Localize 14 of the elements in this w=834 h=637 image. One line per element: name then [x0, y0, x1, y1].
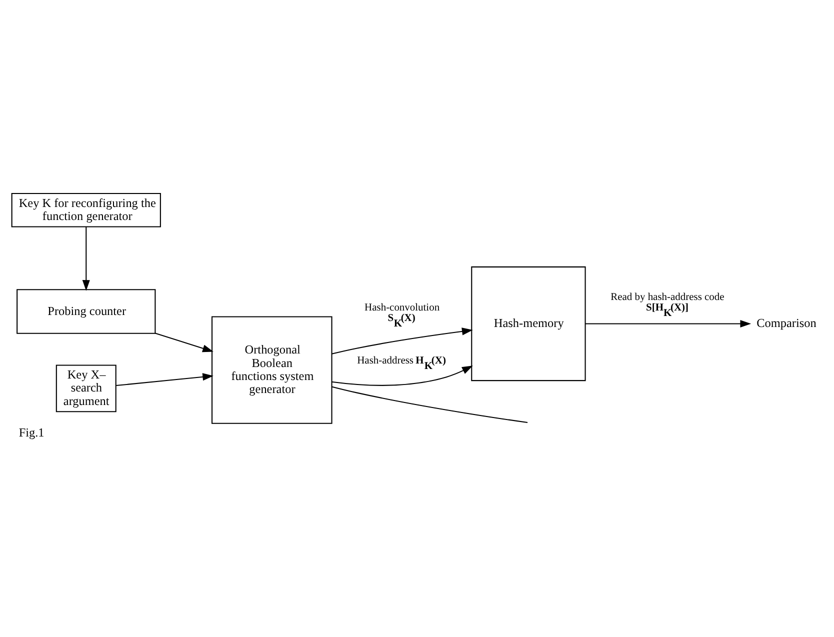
- node-box: Key K for reconfiguring the function generator: [11, 192, 161, 228]
- node-box: Probing counter: [16, 289, 156, 334]
- arrow: [585, 320, 752, 328]
- node-box: Orthogonal Boolean functions system generator: [211, 316, 332, 424]
- node-box: Hash-memory: [471, 266, 586, 382]
- arrow: [332, 366, 473, 386]
- arrow: [116, 373, 214, 386]
- arrow: [332, 328, 473, 354]
- caption: Fig.1: [18, 426, 44, 440]
- node-box: Key X– search argument: [56, 364, 116, 412]
- arrow: [82, 226, 90, 291]
- connector: [332, 386, 528, 424]
- node-text: Comparison: [756, 316, 816, 330]
- arrow: [155, 332, 214, 352]
